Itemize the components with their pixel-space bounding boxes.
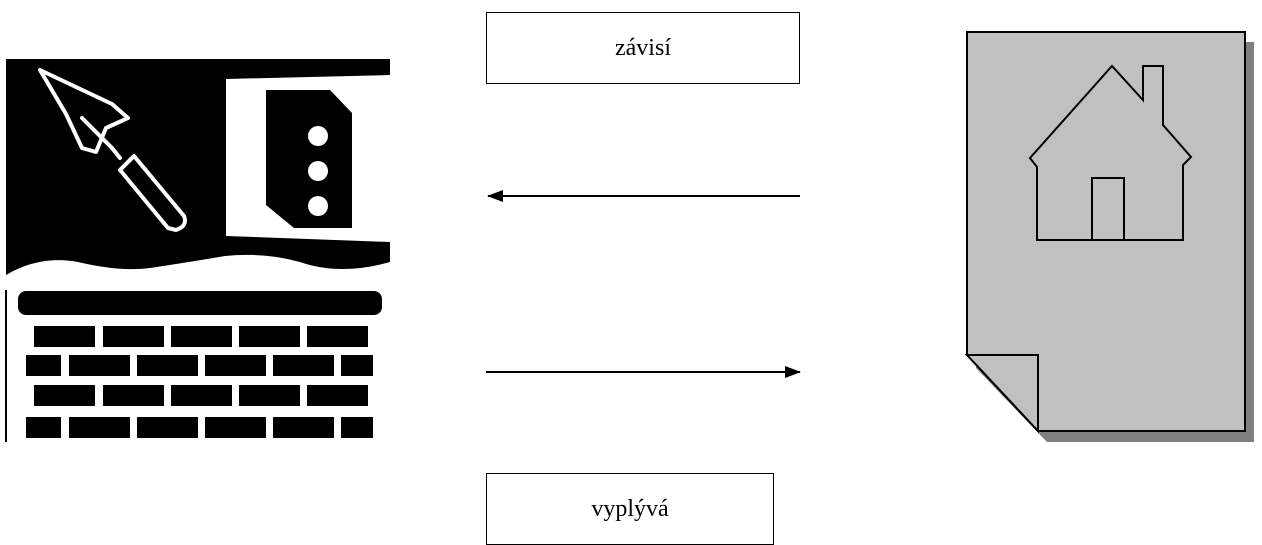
- label-box-top: závisí: [486, 12, 800, 84]
- brick-wall: [26, 326, 373, 438]
- construction-icon: [5, 59, 390, 442]
- trowel-icon: [38, 68, 187, 232]
- label-top-text: závisí: [615, 34, 671, 61]
- label-box-bottom: vyplývá: [486, 473, 774, 545]
- label-bottom-text: vyplývá: [591, 495, 669, 522]
- house-document-icon: [964, 31, 1254, 442]
